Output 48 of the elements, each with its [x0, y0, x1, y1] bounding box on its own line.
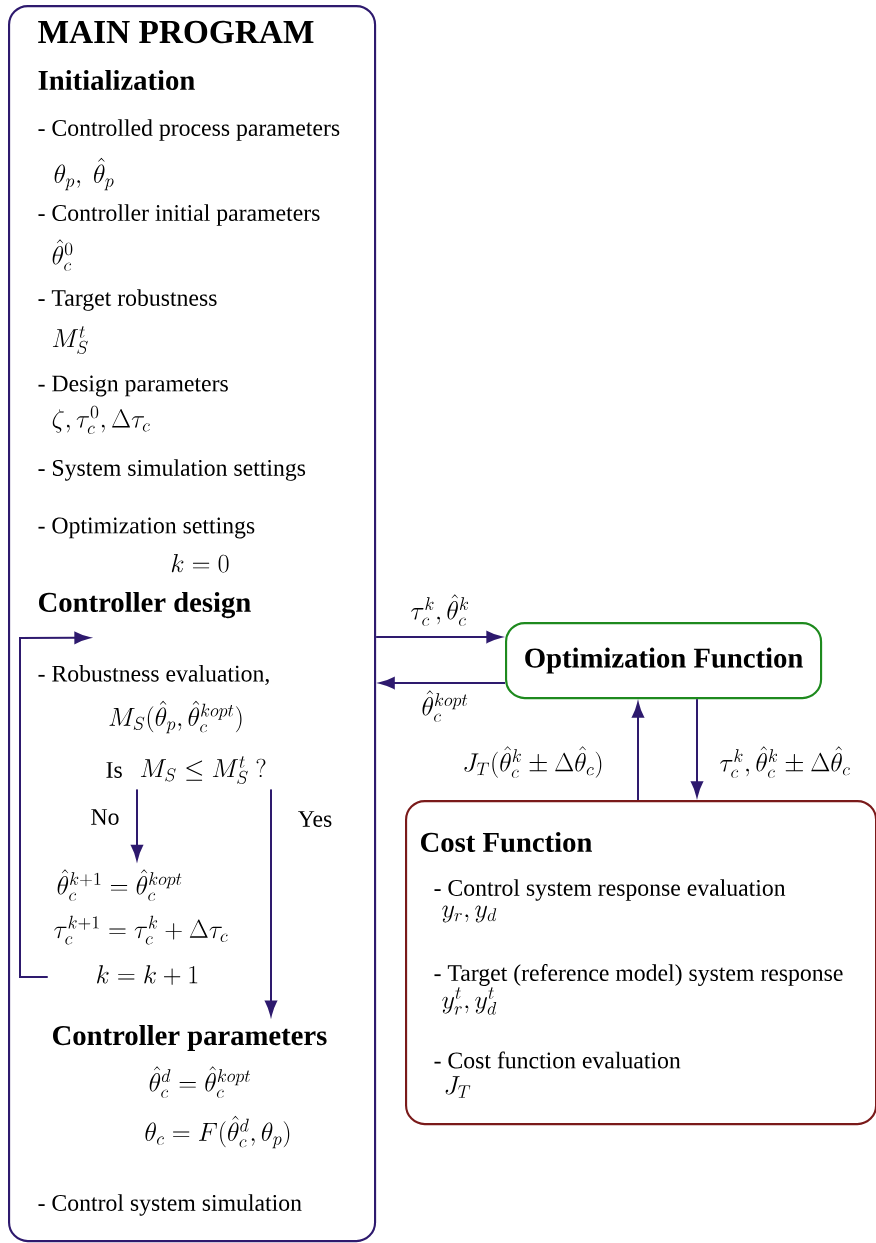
arrow — [265, 788, 277, 1016]
formula: $\theta_p,\ \hat{\theta}_p$ — [54, 157, 114, 191]
text-line: - Design parameters — [38, 375, 228, 397]
formula: $\hat{\theta}_c^d = \hat{\theta}_c^{kopt}$ — [149, 1066, 251, 1098]
section-heading: Controller parameters — [53, 1025, 327, 1051]
formula: $M_S(\hat{\theta}_p, \hat{\theta}_c^{kopt})$ — [109, 700, 242, 734]
text-line: - Control system response evaluation — [434, 879, 786, 901]
formula: $\theta_c = F(\hat{\theta}_c^d, \theta_p)$ — [145, 1115, 290, 1149]
formula: $y_r^t, y_d^t$ — [442, 987, 497, 1015]
formula: $\hat{\theta}_c^0$ — [52, 239, 73, 271]
formula: $y_r, y_d$ — [442, 905, 497, 923]
text-line: - Optimization settings — [38, 517, 255, 539]
arrow — [379, 677, 506, 689]
formula: $M_S^t$ — [52, 326, 88, 354]
edge-label: $\hat{\theta}_c^{kopt}$ — [420, 689, 470, 723]
section-heading: Cost Function — [421, 831, 592, 853]
section-heading: Controller design — [39, 591, 251, 619]
arrow — [632, 702, 644, 801]
formula: $\tau_c^{k+1} = \tau_c^k + \Delta\tau_c$ — [54, 915, 228, 945]
program-box — [8, 5, 377, 1243]
arrow — [691, 698, 703, 797]
text-line: - Target (reference model) system response — [434, 964, 843, 986]
edge-label: $\tau_c^k, \hat{\theta}_c^k$ — [409, 593, 471, 627]
edge-label: Yes — [296, 809, 334, 829]
text-line: - Robustness evaluation, — [38, 664, 269, 686]
edge-label: $J_T(\hat{\theta}_c^k \pm \Delta\hat{\theta}_c)$ — [461, 745, 605, 780]
text-line: Is — [106, 762, 122, 778]
formula: $k = k+1$ — [97, 965, 198, 985]
formula: $k=0$ — [171, 554, 229, 573]
formula: $\hat{\theta}_c^{k+1} = \hat{\theta}_c^{kopt}$ — [57, 869, 182, 901]
arrow — [19, 631, 90, 978]
text-line: - Control system simulation — [38, 1194, 302, 1216]
text-line: - Controller initial parameters — [38, 204, 320, 226]
function-box: Optimization Function — [505, 622, 823, 700]
cost-function-box — [405, 800, 876, 1126]
edge-label: $\tau_c^k, \hat{\theta}_c^k \pm \Delta\hat{\theta}_c$ — [718, 745, 852, 779]
arrow — [131, 788, 143, 861]
section-heading: Initialization — [38, 69, 195, 91]
text-line: - System simulation settings — [38, 459, 306, 481]
text-line: - Target robustness — [38, 289, 217, 311]
arrow — [375, 631, 502, 643]
formula: $J_T$ — [445, 1076, 471, 1098]
formula: $M_S \leq M_S^t\ ?$ — [140, 756, 266, 784]
title: MAIN PROGRAM — [38, 20, 314, 44]
text-line: - Cost function evaluation — [434, 1051, 681, 1069]
text-line: - Controlled process parameters — [38, 119, 340, 141]
edge-label: No — [89, 807, 121, 827]
formula: $\zeta, \tau_c^0, \Delta\tau_c$ — [52, 405, 150, 434]
